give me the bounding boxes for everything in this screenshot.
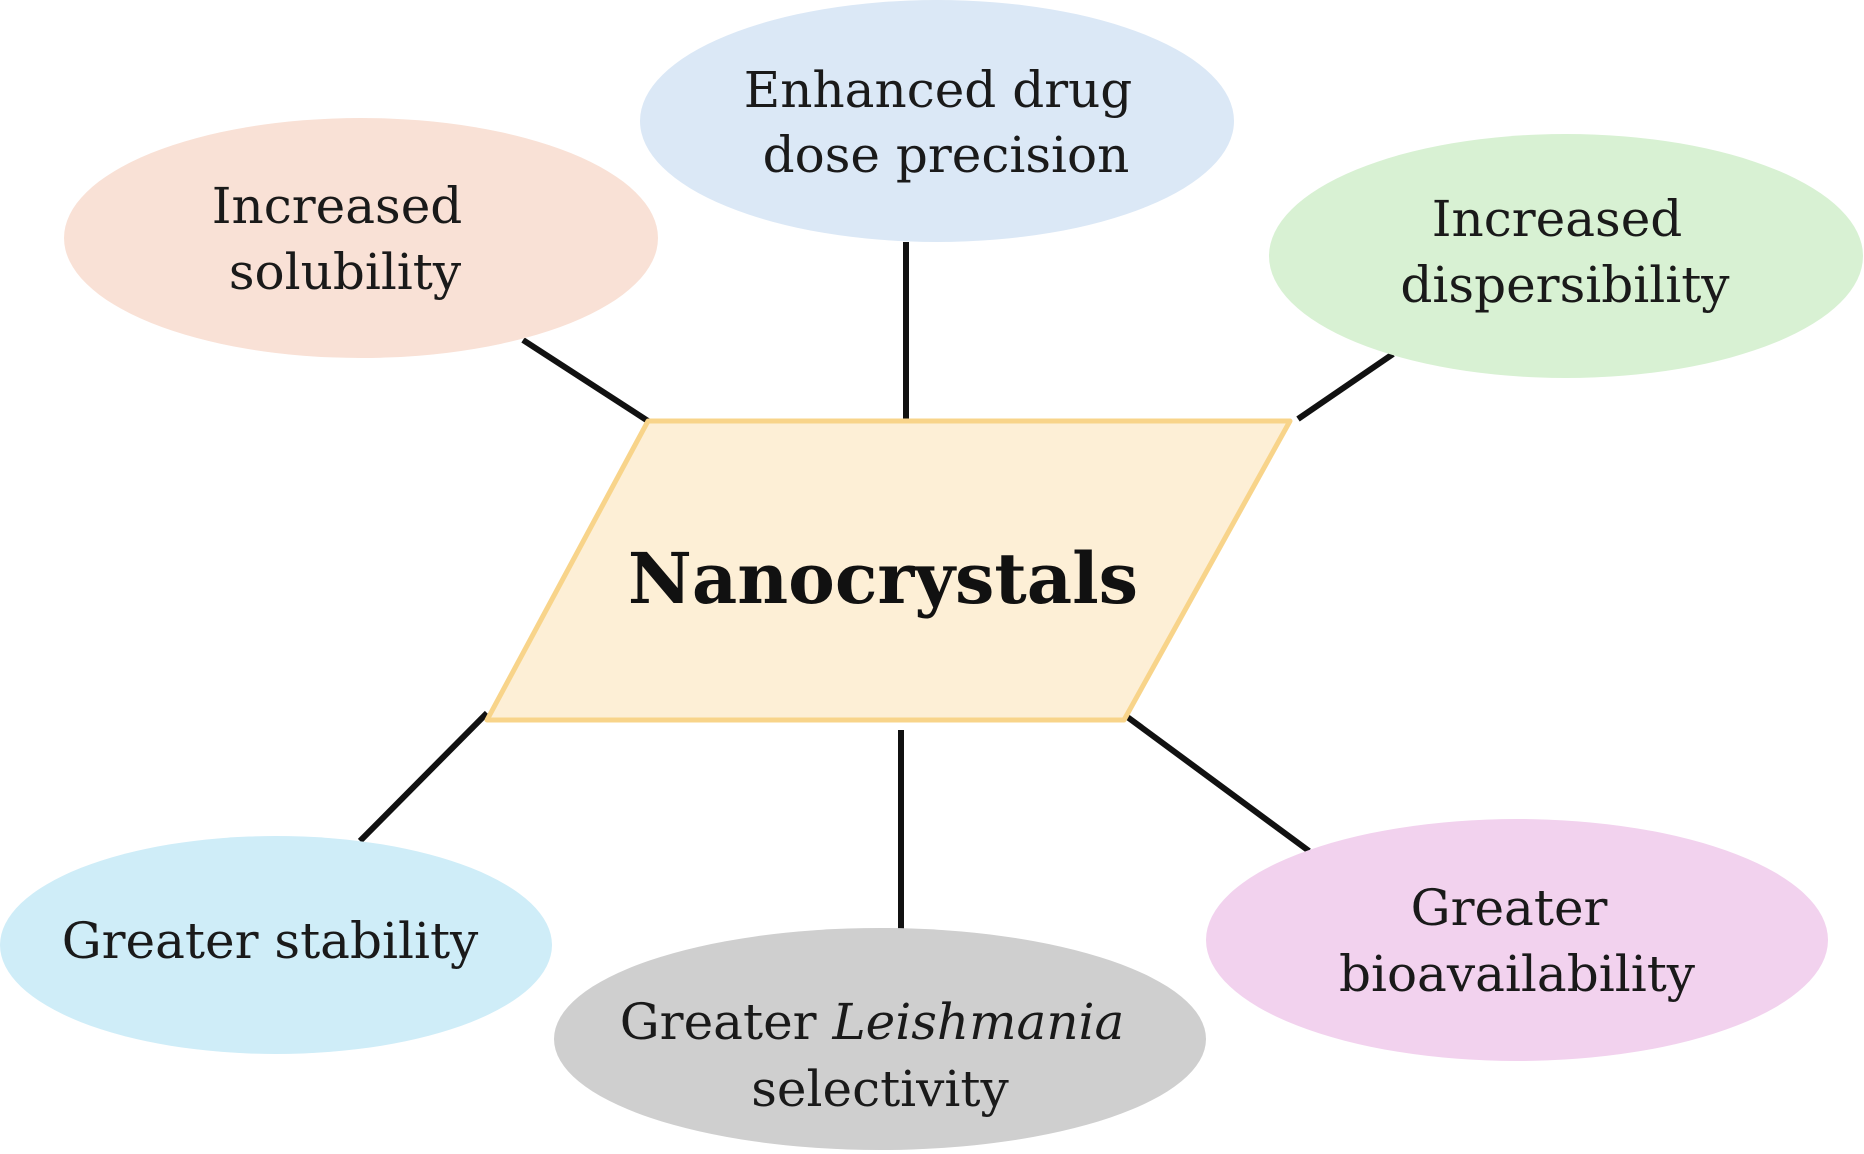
- node-label-italic-species: Leishmania: [831, 993, 1124, 1051]
- svg-text:Greater bioavailability: Greater bioavailability: [1339, 879, 1696, 1003]
- svg-text:Greater stability: Greater stability: [62, 912, 479, 970]
- node-label-line2: bioavailability: [1339, 945, 1696, 1003]
- node-label-line1: Increased: [212, 177, 463, 235]
- svg-text:Enhanced drug dose preci: Enhanced drug dose precision: [744, 61, 1148, 184]
- node-label-line2: selectivity: [751, 1060, 1009, 1118]
- node-ellipse: [554, 928, 1206, 1150]
- node-greater-stability: Greater stability: [0, 836, 552, 1054]
- svg-text:Increased dispersibility: Increased dispersibility: [1400, 190, 1730, 314]
- node-greater-bioavailability: Greater bioavailability: [1206, 819, 1828, 1061]
- node-ellipse: [64, 118, 658, 358]
- node-label-prefix: Greater: [620, 993, 833, 1051]
- node-ellipse: [0, 836, 552, 1054]
- center-parallelogram: [484, 418, 1293, 723]
- svg-text:Increased solubility: Increased solubility: [212, 177, 478, 301]
- node-label-line1: Increased: [1432, 190, 1683, 248]
- center-label: Nanocrystals: [628, 537, 1138, 620]
- node-greater-leishmania-selectivity: Greater Leishmania selectivity: [554, 928, 1206, 1150]
- node-label-line1: Greater: [1411, 879, 1608, 937]
- connector-stability: [357, 710, 490, 844]
- svg-text:Greater Leishmania: Greater Leishmania selectivity: [620, 993, 1141, 1118]
- connector-bioavailability: [1124, 713, 1311, 854]
- node-ellipse: [640, 0, 1234, 242]
- node-label-line1: Greater stability: [62, 912, 479, 970]
- node-label-line2: dose precision: [763, 126, 1130, 184]
- node-increased-dispersibility: Increased dispersibility: [1269, 134, 1863, 378]
- node-ellipse: [1206, 819, 1828, 1061]
- node-label-line1: Enhanced drug: [744, 61, 1133, 119]
- connector-dispersibility: [1296, 351, 1395, 422]
- node-label-line2: dispersibility: [1400, 256, 1730, 314]
- node-ellipse: [1269, 134, 1863, 378]
- node-label-line2: solubility: [229, 243, 462, 301]
- node-increased-solubility: Increased solubility: [64, 118, 658, 358]
- connector-solubility: [521, 337, 650, 424]
- node-enhanced-dose-precision: Enhanced drug dose precision: [640, 0, 1234, 242]
